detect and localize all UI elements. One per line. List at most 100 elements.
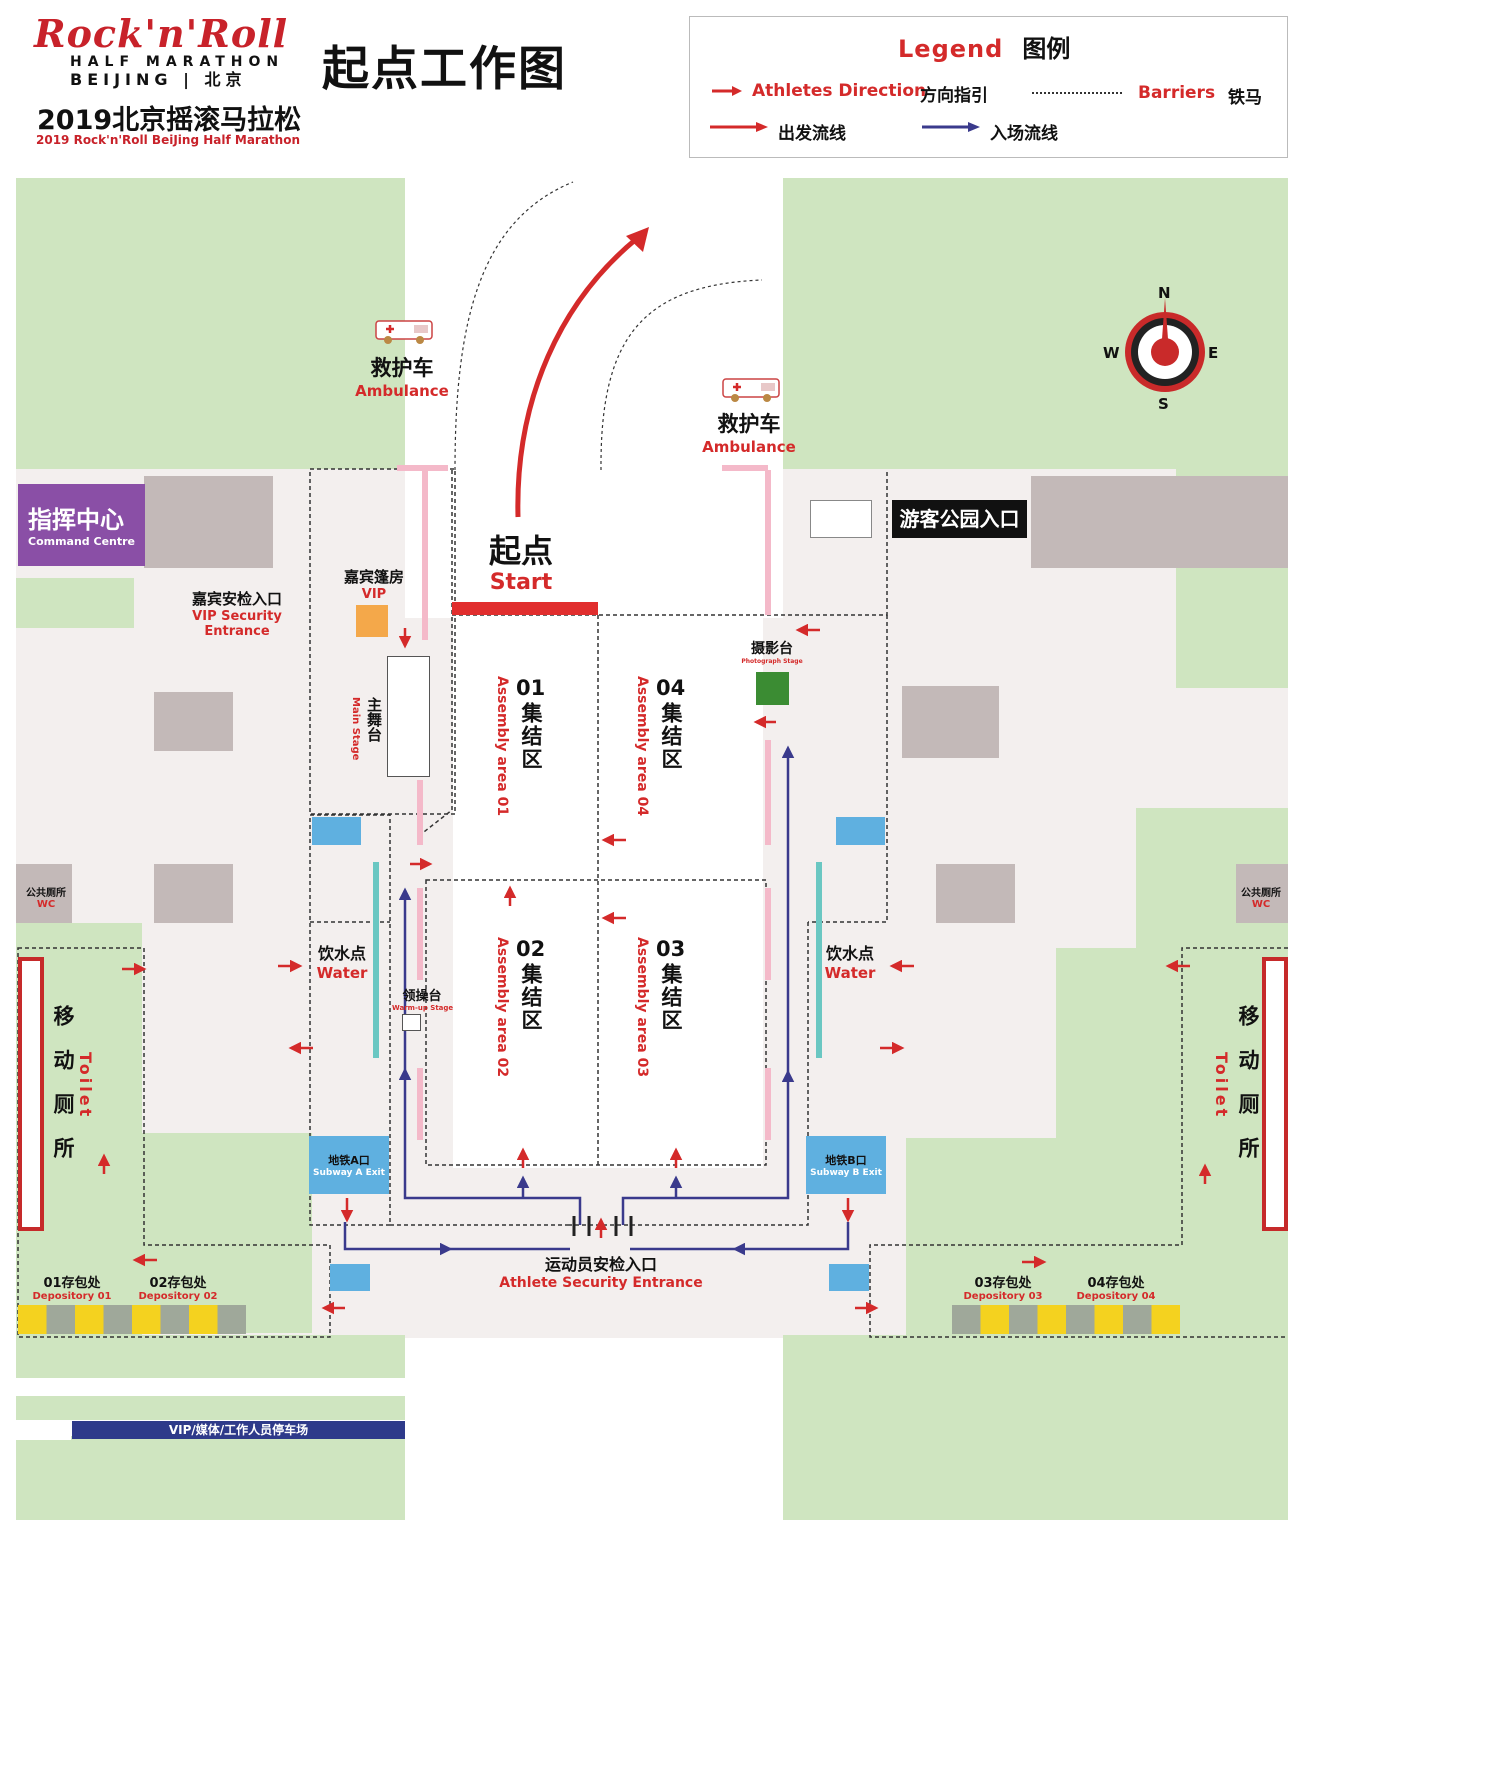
- photo-stage-marker: [756, 672, 789, 705]
- water-bar-left: [373, 862, 379, 1058]
- grass-left-lower2: [142, 1133, 312, 1333]
- assembly-04-num: 04: [656, 676, 686, 700]
- blue-box-bottom-right: [829, 1264, 869, 1291]
- barriers: [17, 468, 1288, 1338]
- assembly-01-en: Assembly area 01: [494, 676, 510, 817]
- depository-04-en: Depository 04: [1076, 1291, 1156, 1302]
- wc-left-label: 公共厕所 WC: [18, 884, 74, 910]
- road-strip-1: [16, 1378, 405, 1396]
- water-left-en: Water: [316, 964, 368, 982]
- white-box-right: [810, 500, 872, 538]
- toilet-left-en: Toilet: [76, 1052, 95, 1120]
- depository-stripes-right: [952, 1305, 1180, 1334]
- subway-b-cn: 地铁B口: [825, 1154, 867, 1167]
- road-strip-3: [16, 1422, 71, 1440]
- water-label-right: 饮水点 Water: [816, 940, 884, 982]
- athlete-entrance-label: 运动员安检入口 Athlete Security Entrance: [490, 1251, 712, 1291]
- grass-top-left: [16, 178, 405, 469]
- compass-n: N: [1158, 284, 1171, 302]
- photo-stage-label: 摄影台 Photograph Stage: [736, 638, 808, 665]
- assembly-area-04: Assembly area 04 04 集结区: [634, 676, 690, 836]
- legend-entry-flow-icon: [922, 122, 980, 132]
- depository-02-en: Depository 02: [138, 1291, 218, 1302]
- building-right-1: [902, 686, 999, 758]
- ambulance-right-cn: 救护车: [717, 412, 781, 436]
- legend-start-flow-icon: [710, 122, 768, 132]
- security-gates: [572, 1216, 633, 1236]
- vip-tent-cn: 嘉宾篷房: [343, 568, 404, 586]
- road-bottom-center: [405, 1338, 783, 1520]
- water-bar-right: [816, 862, 822, 1058]
- water-left-cn: 饮水点: [317, 944, 366, 963]
- depository-03-en: Depository 03: [963, 1291, 1043, 1302]
- logo: Rock'n'Roll HALF MARATHON BEIJING | 北京: [34, 14, 296, 90]
- legend-direction-en: Athletes Direction: [752, 81, 927, 101]
- ambulance-left-cn: 救护车: [370, 356, 434, 380]
- start-line: [452, 602, 598, 615]
- main-stage-cn: 主舞台: [365, 697, 383, 742]
- building-command: [144, 476, 273, 568]
- legend-entry-flow: 入场流线: [990, 124, 1058, 144]
- wc-right-en: WC: [1251, 899, 1271, 910]
- building-right-top: [1031, 476, 1288, 568]
- entry-flow-bottom-right: [732, 1222, 850, 1256]
- water-label-left: 饮水点 Water: [308, 940, 376, 982]
- vip-entrance-cn: 嘉宾安检入口: [191, 590, 282, 608]
- depository-01-label: 01存包处 Depository 01: [28, 1272, 116, 1302]
- building-left-2: [154, 864, 233, 923]
- legend-barrier-en: Barriers: [1138, 83, 1216, 103]
- building-wc-right: [1236, 864, 1288, 923]
- visitor-entrance-label: 游客公园入口: [892, 500, 1027, 538]
- assembly-04-cn: 集结区: [659, 702, 683, 771]
- subway-a-exit: 地铁A口 Subway A Exit: [309, 1136, 389, 1194]
- entry-flow-bottom-left: [343, 1222, 453, 1256]
- ambulance-label-right: 救护车 Ambulance: [697, 408, 801, 456]
- depository-01-cn: 01存包处: [43, 1276, 101, 1291]
- compass-icon: [1125, 298, 1205, 392]
- assembly-01-num: 01: [516, 676, 546, 700]
- assembly-04-en: Assembly area 04: [634, 676, 650, 817]
- depository-02-label: 02存包处 Depository 02: [134, 1272, 222, 1302]
- main-stage-platform: [387, 656, 430, 777]
- photo-stage-en: Photograph Stage: [741, 658, 803, 665]
- ambulance-left-en: Ambulance: [355, 382, 449, 400]
- photo-stage-cn: 摄影台: [751, 641, 793, 657]
- start-arrowhead: [626, 227, 649, 252]
- toilet-left-cn: 移动厕所: [51, 1005, 75, 1181]
- subway-a-en: Subway A Exit: [313, 1168, 385, 1178]
- ambulance-label-left: 救护车 Ambulance: [350, 352, 454, 400]
- athlete-entrance-en: Athlete Security Entrance: [499, 1275, 703, 1291]
- assembly-02-num: 02: [516, 937, 546, 961]
- start-label-en: Start: [489, 570, 553, 595]
- command-centre: 指挥中心 Command Centre: [18, 484, 145, 566]
- pink-barriers: [397, 465, 771, 1140]
- subway-a-cn: 地铁A口: [328, 1154, 370, 1167]
- building-right-2: [936, 864, 1015, 923]
- compass-w: W: [1103, 344, 1120, 362]
- assembly-02-en: Assembly area 02: [494, 937, 510, 1078]
- assembly-03-num: 03: [656, 937, 686, 961]
- wc-left-cn: 公共厕所: [26, 888, 66, 899]
- warmup-en: Warm-up Stage: [392, 1004, 454, 1012]
- vip-entrance-en2: Entrance: [204, 624, 270, 639]
- entry-flow-right: [621, 745, 795, 1225]
- toilet-block-right: [1262, 957, 1288, 1231]
- assembly-area-02: Assembly area 02 02 集结区: [494, 937, 550, 1097]
- parking-bar: VIP/媒体/工作人员停车场: [72, 1421, 405, 1439]
- compass-s: S: [1158, 395, 1169, 413]
- assembly-zone-bg: [453, 598, 763, 1168]
- logo-wordmark: Rock'n'Roll: [34, 11, 289, 56]
- wc-left-en: WC: [36, 899, 56, 910]
- warmup-stage-marker: [402, 1014, 421, 1031]
- warmup-stage-label: 领操台 Warm-up Stage: [392, 985, 454, 1012]
- start-road: [405, 178, 783, 618]
- building-wc-left: [16, 864, 72, 923]
- depository-03-cn: 03存包处: [974, 1276, 1032, 1291]
- road-edge-left: [454, 181, 574, 471]
- vip-tent-label: 嘉宾篷房 VIP: [330, 566, 418, 602]
- legend-barrier-line: [1032, 92, 1122, 94]
- assembly-02-cn: 集结区: [519, 963, 543, 1032]
- wc-right-label: 公共厕所 WC: [1234, 884, 1288, 910]
- ambulance-icon-right: [722, 378, 780, 402]
